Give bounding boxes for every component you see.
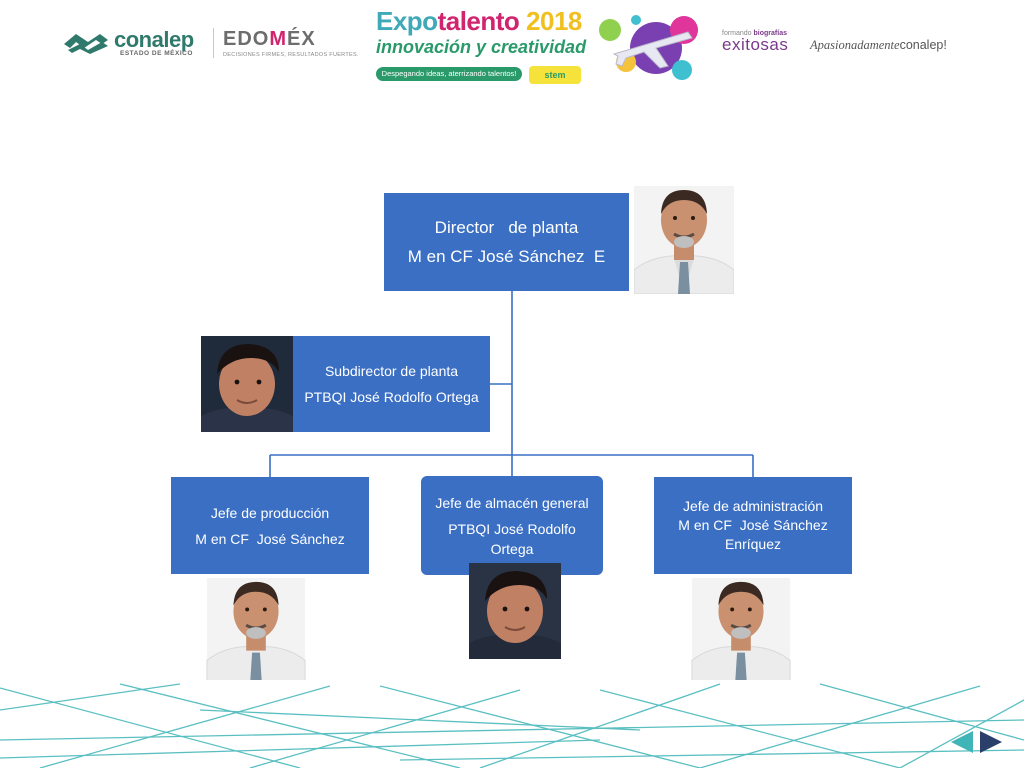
administracion-title: Jefe de administración (682, 498, 824, 514)
subdirector-title: Subdirector de planta (324, 363, 459, 379)
footer-pattern (0, 680, 1024, 768)
prev-slide-button[interactable] (949, 729, 975, 755)
expo-title-part1: Expo (376, 6, 438, 36)
conalep-name: conalep (114, 27, 194, 52)
administracion-name: M en CF José Sánchez Enríquez (678, 517, 832, 552)
expo-tagline: Despegando ideas, aterrizando talentos! (376, 67, 522, 81)
next-slide-button[interactable] (978, 729, 1004, 755)
produccion-title: Jefe de producción (210, 504, 330, 521)
header-divider (213, 28, 214, 58)
portrait-man-icon (691, 578, 791, 684)
conalep-logo: conalep ESTADO DE MÉXICO (62, 26, 212, 60)
biografias-bold: biografías (753, 30, 787, 37)
almacen-name: PTBQI José Rodolfo Ortega (448, 520, 576, 557)
produccion-photo (205, 578, 307, 684)
administracion-photo (690, 578, 792, 684)
edomex-logo: EDOMÉX DECISIONES FIRMES, RESULTADOS FUE… (223, 28, 363, 58)
biografias-exitosas: exitosas (722, 35, 789, 54)
conalep-logo-icon (64, 34, 108, 54)
triangle-left-icon (951, 731, 973, 753)
produccion-name: M en CF José Sánchez (195, 530, 345, 547)
balloons-airplane-icon (599, 15, 698, 80)
edomex-subtitle: DECISIONES FIRMES, RESULTADOS FUERTES. (223, 52, 359, 58)
org-box-administracion: Jefe de administración M en CF José Sánc… (654, 477, 852, 574)
director-photo (634, 186, 734, 294)
stem-badge: stem (529, 66, 581, 84)
conalep-subtitle: ESTADO DE MÉXICO (120, 50, 193, 57)
expo-year: 2018 (526, 6, 582, 36)
edomex-name-part2: ÉX (287, 28, 316, 50)
portrait-man-icon (634, 186, 734, 294)
slogan: Apasionadamenteconalep! (810, 38, 960, 58)
biografias-logo: formando biografías exitosas (722, 30, 808, 60)
edomex-name-part1: EDO (223, 28, 270, 50)
expo-title-part2: talento (437, 6, 520, 36)
expotalento-banner: Expotalento 2018 innovación y creativida… (374, 6, 700, 92)
org-box-director: Director de planta M en CF José Sánchez … (384, 193, 629, 291)
portrait-man-icon (206, 578, 306, 684)
director-name: M en CF José Sánchez E (407, 247, 606, 266)
subdirector-name: PTBQI José Rodolfo Ortega (304, 389, 479, 405)
almacen-title: Jefe de almacén general (435, 494, 589, 511)
org-box-produccion: Jefe de producción M en CF José Sánchez (171, 477, 369, 574)
slogan-tail: conalep! (899, 38, 947, 52)
org-box-almacen: Jefe de almacén general PTBQI José Rodol… (421, 476, 603, 575)
subdirector-photo (201, 336, 293, 432)
triangle-right-icon (980, 731, 1002, 753)
biografias-prefix: formando (722, 30, 752, 37)
org-box-subdirector: Subdirector de planta PTBQI José Rodolfo… (293, 336, 490, 432)
director-title: Director de planta (434, 218, 579, 237)
portrait-young-man-icon (469, 563, 561, 659)
edomex-mark: M (269, 28, 288, 50)
almacen-photo (469, 563, 561, 659)
slogan-script: Apasionadamente (810, 38, 900, 52)
expo-subtitle: innovación y creatividad (376, 37, 587, 57)
portrait-young-man-icon (201, 336, 293, 432)
